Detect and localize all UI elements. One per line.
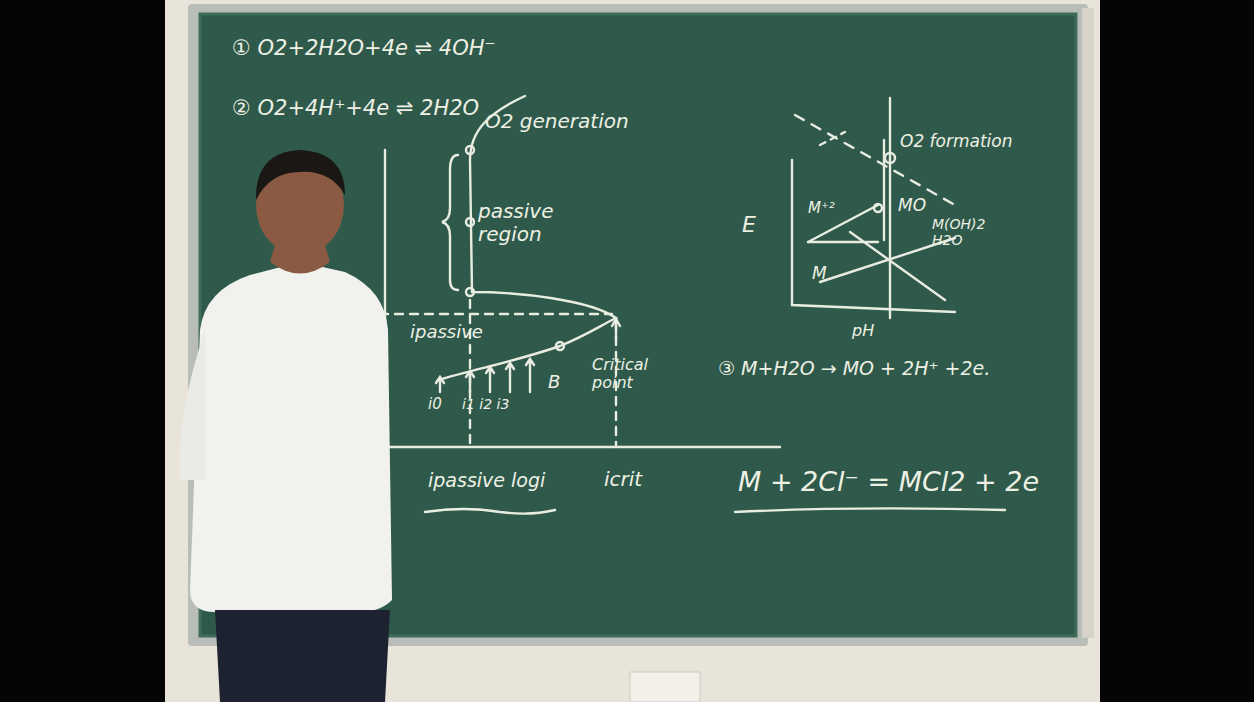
- axis-label: ipassive: [410, 322, 483, 343]
- plot-axes: [385, 150, 780, 447]
- point-label: B: [548, 372, 560, 393]
- region-label: M(OH)2 H2O: [932, 216, 1002, 248]
- shirt: [190, 262, 392, 612]
- current-label: i1 i2 i3: [462, 396, 509, 412]
- horizontal-boundary: [808, 241, 878, 243]
- axis-label: ipassive logi: [428, 470, 545, 492]
- passive-brace: [442, 155, 458, 290]
- region-label: passive region: [478, 200, 578, 246]
- current-arrow: [506, 363, 514, 392]
- wall-socket: [630, 672, 700, 702]
- curve-point: [466, 288, 474, 296]
- region-label: M: [812, 264, 827, 284]
- current-arrow: [466, 371, 474, 392]
- curve-point: [466, 146, 474, 154]
- current-arrow: [526, 359, 534, 392]
- polarization-plot: [346, 96, 780, 514]
- curve-point: [466, 218, 474, 226]
- current-arrow: [612, 319, 620, 340]
- water-line: [820, 132, 845, 145]
- side-rail: [1082, 8, 1094, 638]
- board-frame: [188, 4, 1088, 646]
- dashed-level: [350, 313, 612, 315]
- lecturer: [179, 150, 392, 702]
- axis-label: icrit: [604, 468, 642, 491]
- water-line: [795, 115, 955, 205]
- sleeve: [179, 330, 205, 480]
- sloped-boundary: [850, 232, 945, 300]
- region-label: M⁺²: [808, 200, 835, 217]
- point-label: Critical point: [592, 356, 662, 393]
- current-arrow: [486, 367, 494, 392]
- underline: [735, 508, 1005, 512]
- equation: ① O2+2H2O+4e ⇌ 4OH⁻: [232, 36, 496, 60]
- classroom-wall: [165, 0, 1100, 702]
- curve-point: [556, 342, 564, 350]
- plot-axes: [792, 160, 955, 312]
- trousers: [215, 610, 390, 702]
- curve-point: [885, 153, 895, 163]
- curve-label: O2 generation: [485, 110, 629, 133]
- region-label: MO: [898, 196, 926, 216]
- pourbaix-plot: [735, 98, 1005, 512]
- current-arrow: [436, 377, 444, 392]
- equation: M + 2Cl⁻ = MCl2 + 2e: [738, 466, 1039, 497]
- current-label: i0: [428, 396, 442, 413]
- underline: [425, 509, 555, 514]
- axis-label: E: [742, 212, 756, 237]
- axis-label: pH: [852, 322, 874, 340]
- vertical-boundary: [889, 98, 891, 318]
- curve-point: [874, 204, 882, 212]
- equation: ② O2+4H⁺+4e ⇌ 2H2O: [232, 96, 479, 120]
- equation: ③ M+H2O → MO + 2H⁺ +2e.: [718, 358, 990, 380]
- hair: [256, 150, 345, 200]
- curve-label: O2 formation: [900, 132, 1013, 152]
